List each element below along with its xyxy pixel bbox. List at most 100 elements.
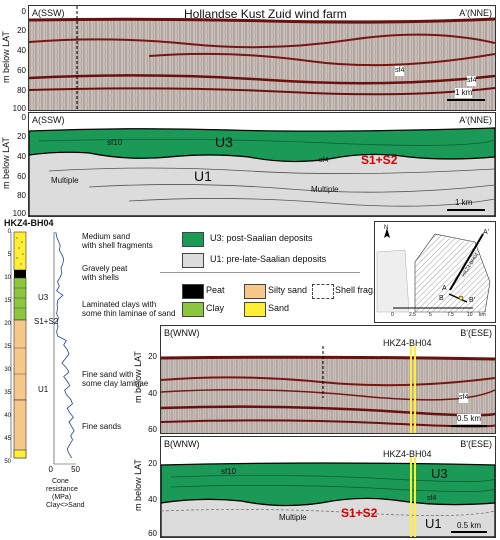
y-tick: 40	[148, 389, 157, 398]
y-tick: 20	[17, 132, 26, 141]
map-scale-unit: km	[479, 312, 486, 318]
depth-tick: 0	[7, 229, 11, 235]
depth-tick: 20	[4, 321, 11, 327]
cone-label: Clay<>Sand	[46, 502, 85, 509]
depth-tick: 25	[4, 344, 11, 350]
y-tick: 40	[17, 152, 26, 161]
panel-b-seismic: B(WNW) B'(ESE) HKZ4-BH04 sf4 0.5 km	[160, 325, 496, 434]
y-tick: 0	[21, 7, 26, 16]
unit-u1-label: U1	[194, 168, 212, 184]
panel-a-interp-y-axis-label: m below LAT	[1, 137, 11, 189]
panel-b-interp-right-label: B'(ESE)	[460, 439, 492, 449]
depth-tick: 45	[4, 436, 11, 442]
map-scale-tick: 0	[391, 312, 394, 318]
panel-b-left-label: B(WNW)	[164, 328, 200, 338]
y-tick: 0	[21, 113, 26, 122]
panel-b-borehole-label: HKZ4-BH04	[383, 338, 432, 348]
cone-resistance-plot	[53, 231, 76, 465]
description-line: Fine sand with	[82, 370, 134, 379]
depth-tick: 40	[4, 413, 11, 419]
legend-divider	[160, 272, 360, 273]
y-tick: 100	[12, 209, 26, 218]
description-line: some thin laminae of sand	[82, 309, 176, 318]
cone-resistance-line	[55, 231, 75, 459]
description-line: Laminated clays with	[82, 300, 157, 309]
panel-b-interp-y-axis-label: m below LAT	[133, 459, 143, 511]
panel-b-y-axis-label: m below LAT	[133, 351, 143, 403]
map-graphic	[375, 222, 495, 322]
description-line: with shell fragments	[82, 241, 153, 250]
description-text: Medium sand with shell fragments	[82, 232, 153, 250]
legend-silty-sand-label: Silty sand	[268, 285, 308, 295]
y-tick: 100	[12, 104, 26, 113]
sf4-label: sf4	[467, 76, 477, 86]
cone-axis-tick: 0	[48, 465, 53, 474]
interpretation-section-b	[161, 437, 495, 537]
legend-silty-sand-swatch	[244, 284, 266, 299]
sf4-label: sf4	[395, 66, 405, 76]
seismic-section-b	[161, 326, 495, 433]
panel-a-right-label: A'(NNE)	[459, 8, 492, 18]
y-tick: 80	[17, 86, 26, 95]
unit-u3-label: U3	[215, 134, 233, 150]
sf4-label: sf4	[459, 393, 469, 403]
y-tick: 80	[17, 191, 26, 200]
map-a-prime-label: A'	[483, 229, 490, 236]
description-text: Fine sands	[82, 422, 121, 431]
description-text: Gravely peat with shells	[82, 264, 127, 282]
north-arrow-label: N	[384, 225, 389, 231]
depth-tick: 10	[4, 275, 11, 281]
description-line: Fine sands	[82, 422, 122, 431]
legend-u1-swatch	[182, 253, 204, 268]
description-line: Gravely peat	[82, 264, 128, 273]
description-line: Medium sand	[82, 232, 131, 241]
multiple-label: Multiple	[311, 185, 339, 194]
panel-b-interpretation: B(WNW) B'(ESE) HKZ4-BH04 sf10 U3 sf4 S1+…	[160, 436, 496, 538]
panel-a-y-axis-label: m below LAT	[1, 31, 11, 83]
legend-sand-label: Sand	[268, 303, 290, 313]
description-text: Laminated clays with some thin laminae o…	[82, 300, 175, 318]
y-tick: 60	[148, 425, 157, 434]
legend-u3-swatch	[182, 232, 204, 247]
scale-bar-label: 1 km	[455, 198, 473, 207]
sf10-label: sf10	[221, 467, 237, 476]
s1s2-label: S1+S2	[361, 153, 398, 167]
sf4-label: sf4	[319, 157, 329, 164]
legend-clay-swatch	[182, 302, 204, 317]
cone-label: (MPa)	[52, 494, 72, 501]
map-b-prime-label: B'	[469, 297, 476, 304]
panel-a-interpretation: A(SSW) A'(NNE) sf10 U3 sf4 S1+S2 U1 Mult…	[28, 112, 496, 217]
y-tick: 20	[148, 459, 157, 468]
cone-label: resistance	[46, 486, 78, 493]
sf10-label: sf10	[107, 138, 123, 147]
cone-axis-tick: 50	[71, 465, 80, 474]
panel-b-right-label: B'(ESE)	[460, 328, 492, 338]
description-text: Fine sand with some clay laminae	[82, 370, 148, 388]
map-scale-tick: 7.5	[447, 312, 454, 318]
scale-bar-label: 0.5 km	[457, 521, 482, 530]
interpretation-section-a	[29, 113, 495, 216]
panel-a-title: Hollandse Kust Zuid wind farm	[184, 7, 347, 21]
legend-clay-label: Clay	[206, 303, 225, 313]
cone-label: Cone	[52, 478, 69, 485]
scale-bar-label: 1 km	[455, 88, 473, 98]
panel-b-interp-left-label: B(WNW)	[164, 439, 200, 449]
y-tick: 60	[148, 529, 157, 538]
multiple-label: Multiple	[279, 513, 307, 522]
panel-a-seismic: A(SSW) A'(NNE) Hollandse Kust Zuid wind …	[28, 5, 496, 111]
legend-u3-label: U3: post-Saalian deposits	[210, 233, 313, 243]
unit-u3-label: U3	[431, 466, 448, 481]
legend-peat-label: Peat	[206, 285, 225, 295]
y-tick: 60	[17, 172, 26, 181]
location-map: N A A' B B' HKZ4-BH04 0 2.5 5 7.5 10 km	[374, 221, 496, 323]
y-tick: 60	[17, 66, 26, 75]
map-b-label: B	[439, 295, 444, 302]
borehole-id: HKZ4-BH04	[4, 218, 54, 228]
description-line: some clay laminae	[82, 379, 149, 388]
s1s2-label: S1+S2	[341, 506, 378, 520]
depth-tick: 50	[4, 459, 11, 465]
scale-bar	[447, 99, 485, 101]
map-scale-tick: 2.5	[409, 312, 416, 318]
panel-b-interp-borehole-label: HKZ4-BH04	[383, 449, 432, 459]
borehole-u3-label: U3	[38, 293, 49, 302]
